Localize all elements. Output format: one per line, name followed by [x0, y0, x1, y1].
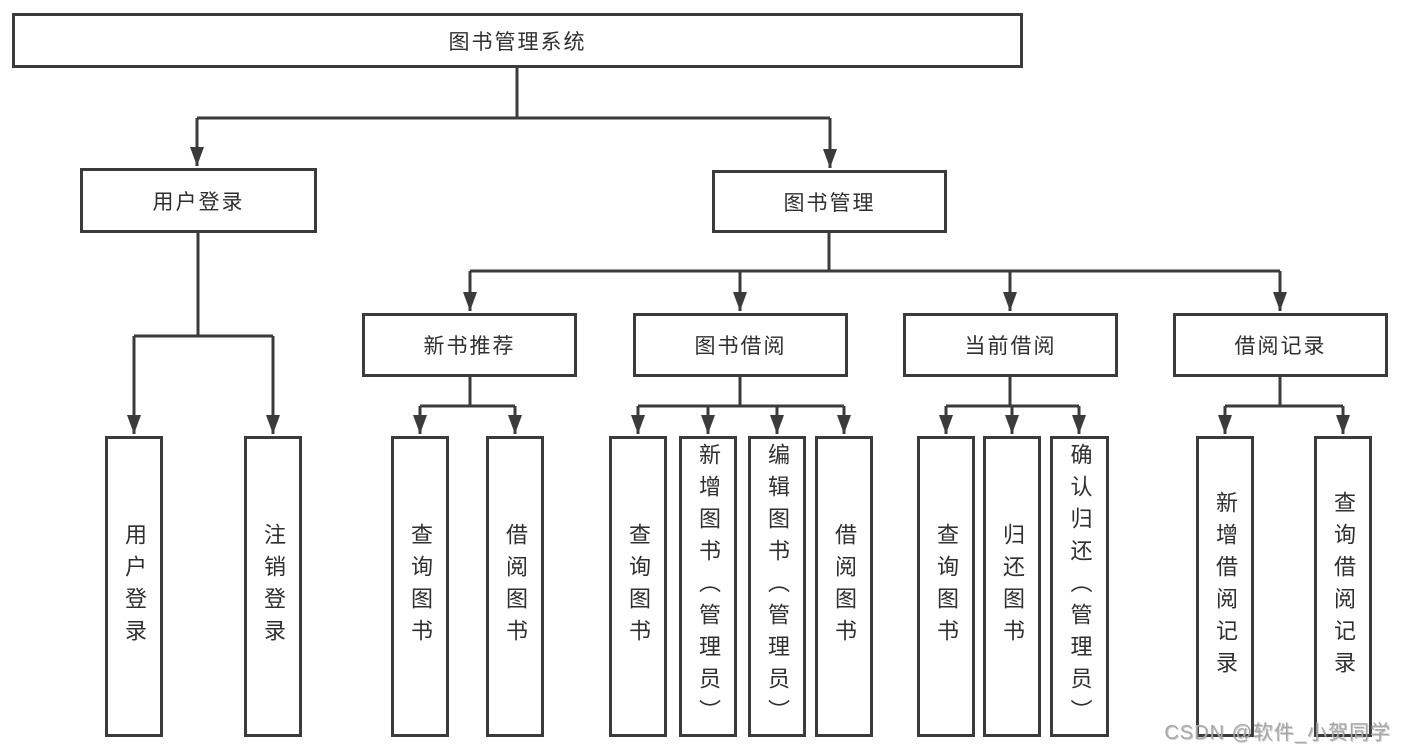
leaf-logout: 注销登录 [244, 436, 302, 737]
leaf-query-books-recommend: 查询图书 [391, 436, 449, 737]
leaf-confirm-return-admin-label: 确认归还（管理员） [1067, 442, 1093, 731]
leaf-user-login-label: 用户登录 [122, 522, 147, 651]
connector-book-borrowing-children [631, 377, 851, 434]
leaf-query-books-borrowing: 查询图书 [609, 436, 667, 737]
connector-borrowing-records-children [1218, 377, 1350, 434]
connector-current-borrowing-children [939, 377, 1086, 434]
node-new-book-recommend: 新书推荐 [362, 313, 577, 377]
node-current-borrowing-label: 当前借阅 [964, 335, 1057, 358]
leaf-query-books-current-label: 查询图书 [934, 522, 959, 651]
leaf-return-books: 归还图书 [983, 436, 1041, 737]
leaf-borrow-books-recommend: 借阅图书 [486, 436, 544, 737]
connector-user-login-children [127, 233, 280, 434]
leaf-borrow-books-borrowing-label: 借阅图书 [832, 522, 857, 651]
leaf-query-borrow-record-label: 查询借阅记录 [1331, 490, 1356, 683]
node-book-borrowing-label: 图书借阅 [694, 335, 787, 358]
node-book-management-label: 图书管理 [783, 191, 876, 215]
node-root: 图书管理系统 [12, 13, 1023, 68]
leaf-return-books-label: 归还图书 [1000, 522, 1025, 651]
leaf-add-books-admin: 新增图书（管理员） [679, 436, 737, 737]
leaf-add-books-admin-label: 新增图书（管理员） [696, 442, 721, 731]
leaf-edit-books-admin-label: 编辑图书（管理员） [765, 442, 790, 731]
node-borrowing-records: 借阅记录 [1173, 313, 1388, 377]
node-book-management: 图书管理 [712, 170, 947, 233]
leaf-query-books-current: 查询图书 [917, 436, 975, 737]
node-user-login: 用户登录 [80, 168, 317, 233]
connector-root-to-level2 [190, 68, 837, 168]
leaf-add-borrow-record: 新增借阅记录 [1196, 436, 1254, 737]
leaf-edit-books-admin: 编辑图书（管理员） [748, 436, 806, 737]
leaf-logout-label: 注销登录 [261, 522, 286, 651]
leaf-query-borrow-record: 查询借阅记录 [1314, 436, 1372, 737]
node-book-borrowing: 图书借阅 [633, 313, 848, 377]
leaf-query-books-recommend-label: 查询图书 [408, 522, 433, 651]
node-root-label: 图书管理系统 [448, 30, 587, 54]
leaf-borrow-books-recommend-label: 借阅图书 [503, 522, 528, 651]
node-current-borrowing: 当前借阅 [903, 313, 1118, 377]
node-new-book-recommend-label: 新书推荐 [423, 335, 516, 358]
leaf-borrow-books-borrowing: 借阅图书 [815, 436, 873, 737]
connector-new-book-recommend-children [413, 377, 522, 434]
leaf-query-books-borrowing-label: 查询图书 [626, 522, 651, 651]
leaf-confirm-return-admin: 确认归还（管理员） [1050, 436, 1109, 737]
node-user-login-label: 用户登录 [152, 190, 245, 214]
leaf-add-borrow-record-label: 新增借阅记录 [1213, 490, 1238, 683]
node-borrowing-records-label: 借阅记录 [1234, 335, 1327, 358]
leaf-user-login: 用户登录 [105, 436, 163, 737]
connector-book-management-children [463, 233, 1287, 311]
